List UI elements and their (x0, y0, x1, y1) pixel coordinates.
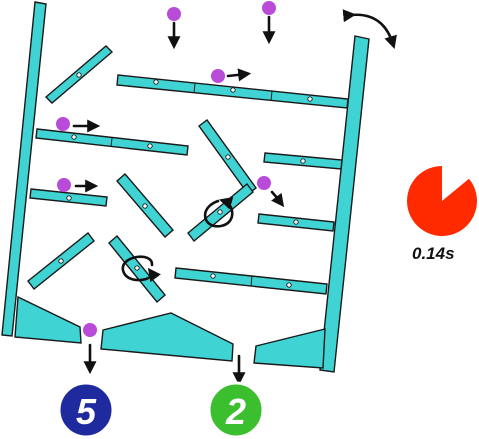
rotating-paddle-lower (108, 234, 166, 304)
wedge-left (14, 295, 82, 344)
plank-center-diagonal-upper (198, 119, 257, 195)
plank-left-mid (35, 128, 189, 156)
timer-label: 0.14s (412, 244, 455, 263)
wedge-right (253, 328, 326, 369)
plank-center-small-diagonal (116, 173, 174, 238)
plank-top-left-diagonal (44, 45, 114, 104)
plank-right-short-lower (257, 213, 335, 232)
plank-left-lower (29, 188, 108, 207)
wedge-center (100, 312, 234, 362)
ball-at-exit (83, 323, 97, 375)
plank-top-long (116, 74, 349, 109)
rotating-paddle-upper (187, 182, 254, 243)
ball-top-left (167, 7, 181, 50)
ball-top-right (262, 1, 276, 45)
ball-on-left-lower-plank (57, 178, 99, 193)
bin-5[interactable]: 5 (57, 381, 115, 439)
ball-center-right (257, 176, 285, 208)
left-wall (1, 1, 47, 337)
circular-arrow-icon (121, 255, 161, 283)
timer-pie (407, 166, 478, 236)
bin-5-label: 5 (76, 391, 97, 432)
plank-left-bottom-diagonal (27, 232, 95, 290)
plank-bottom-long (174, 267, 328, 295)
plank-right-short-upper (263, 152, 343, 170)
circular-arrow-icon (203, 197, 234, 228)
bin-2[interactable]: 2 (207, 381, 265, 439)
curved-double-arrow-icon[interactable] (342, 9, 397, 49)
bin-2-label: 2 (225, 391, 246, 432)
ball-on-top-plank (211, 68, 252, 83)
ball-on-left-mid-plank (56, 117, 101, 133)
right-wall (319, 35, 370, 373)
